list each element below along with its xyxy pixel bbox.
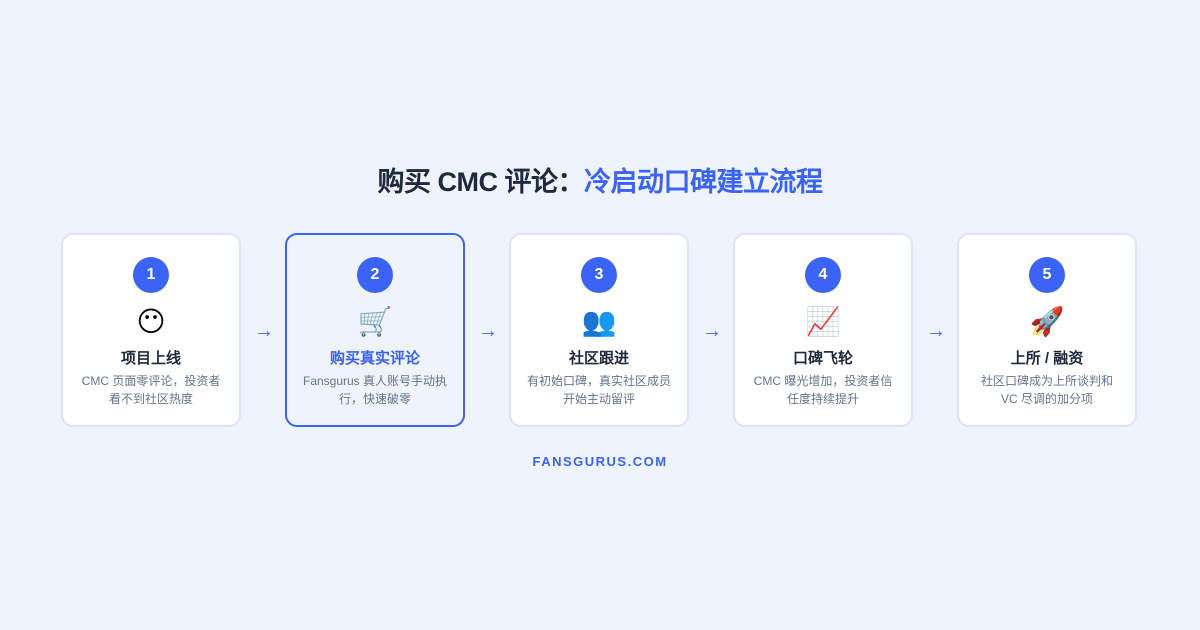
- step-title: 口碑飞轮: [792, 350, 853, 367]
- people-icon: 👥: [581, 305, 617, 338]
- step-number-badge: 3: [581, 257, 617, 293]
- step-number-badge: 2: [357, 257, 393, 293]
- title-accent: 冷启动口碑建立流程: [584, 167, 823, 197]
- step-card-5: 5 🚀 上所 / 融资 社区口碑成为上所谈判和 VC 尽调的加分项: [957, 233, 1137, 427]
- step-number-badge: 4: [805, 257, 841, 293]
- shopping-cart-icon: 🛒: [357, 305, 393, 338]
- step-number-badge: 5: [1029, 257, 1065, 293]
- arrow-right-icon: →: [254, 320, 274, 342]
- step-number-badge: 1: [133, 257, 169, 293]
- step-description: 有初始口碑，真实社区成员开始主动留评: [526, 374, 671, 406]
- rocket-icon: 🚀: [1029, 305, 1065, 338]
- step-card-2: 2 🛒 购买真实评论 Fansgurus 真人账号手动执行，快速破零: [285, 233, 465, 427]
- step-title: 上所 / 融资: [1010, 350, 1084, 367]
- step-description: 社区口碑成为上所谈判和 VC 尽调的加分项: [980, 374, 1113, 406]
- arrow-right-icon: →: [926, 320, 946, 342]
- step-title: 社区跟进: [568, 350, 629, 367]
- step-card-1: 1 😶 项目上线 CMC 页面零评论，投资者看不到社区热度: [61, 233, 241, 427]
- process-flow: 1 😶 项目上线 CMC 页面零评论，投资者看不到社区热度 → 2 🛒 购买真实…: [61, 233, 1139, 429]
- step-card-3: 3 👥 社区跟进 有初始口碑，真实社区成员开始主动留评: [509, 233, 689, 427]
- page-title: 购买 CMC 评论：冷启动口碑建立流程: [0, 160, 1200, 199]
- arrow-right-icon: →: [478, 320, 498, 342]
- step-description: Fansgurus 真人账号手动执行，快速破零: [302, 374, 448, 406]
- step-description: CMC 页面零评论，投资者看不到社区热度: [81, 374, 221, 406]
- face-without-mouth-icon: 😶: [136, 305, 166, 338]
- title-main: 购买 CMC 评论：: [377, 167, 585, 197]
- step-description: CMC 曝光增加，投资者信任度持续提升: [753, 374, 893, 406]
- step-title: 项目上线: [120, 350, 181, 367]
- arrow-right-icon: →: [702, 320, 722, 342]
- brand-footer: FANSGURUS.COM: [532, 454, 668, 469]
- step-title: 购买真实评论: [329, 350, 420, 367]
- chart-increasing-icon: 📈: [805, 305, 841, 338]
- step-card-4: 4 📈 口碑飞轮 CMC 曝光增加，投资者信任度持续提升: [733, 233, 913, 427]
